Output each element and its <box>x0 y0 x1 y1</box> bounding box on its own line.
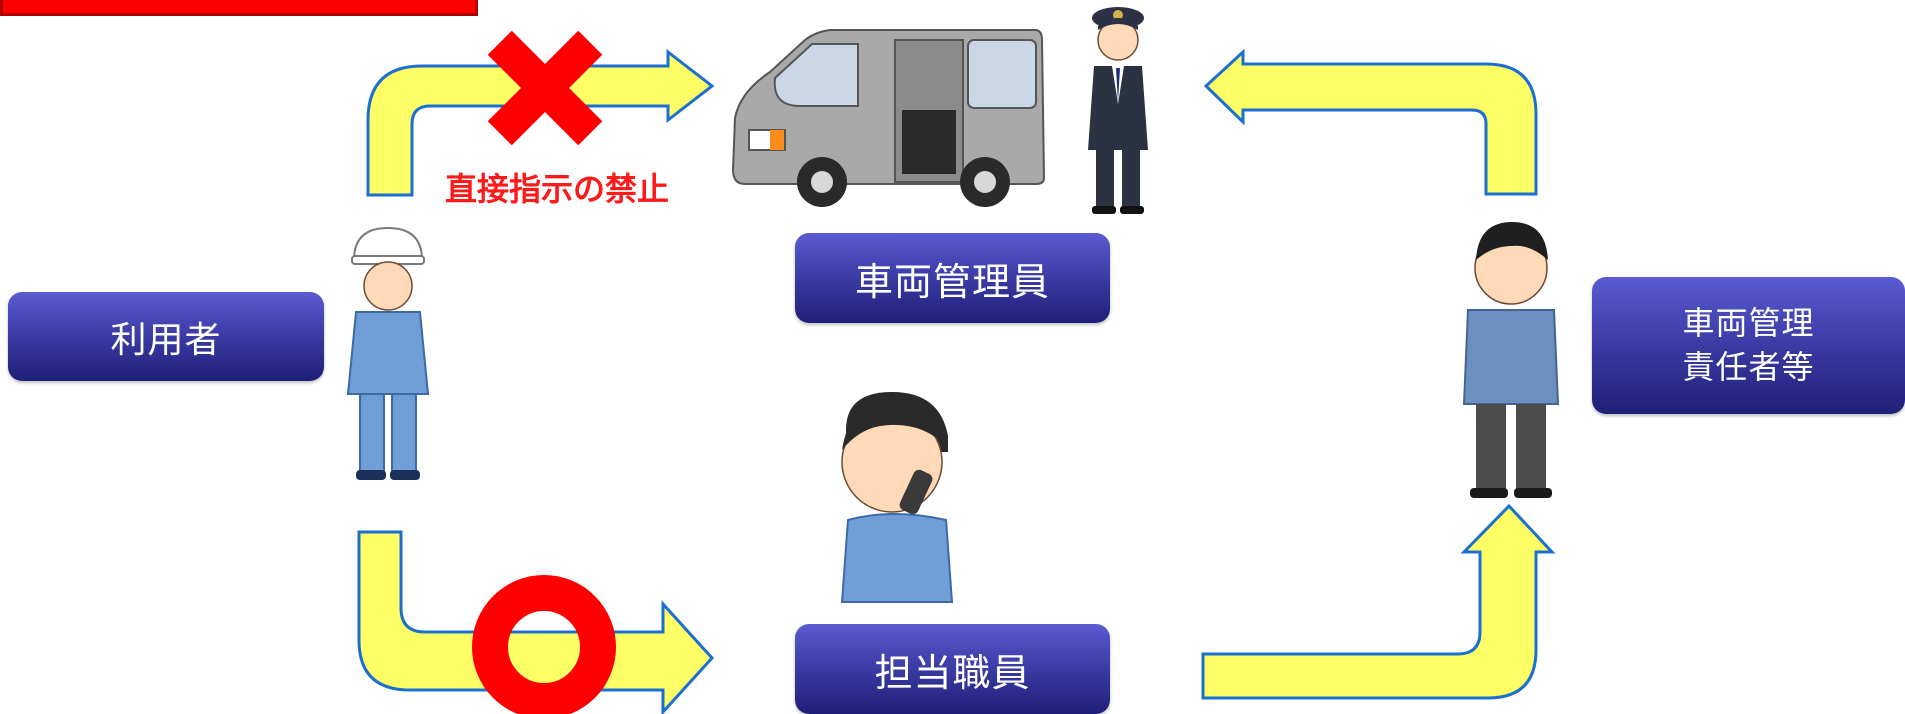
worker-illustration <box>346 226 430 480</box>
role-box-staff: 担当職員 <box>795 624 1110 714</box>
driver-illustration <box>1088 7 1148 214</box>
staff-illustration <box>840 392 954 603</box>
role-label-responsible-line1: 車両管理 <box>1682 304 1815 343</box>
role-label-responsible-line2: 責任者等 <box>1682 347 1815 386</box>
role-box-user: 利用者 <box>8 292 324 381</box>
role-box-vehicle-manager: 車両管理員 <box>795 233 1110 323</box>
top-red-banner <box>0 0 478 16</box>
direct-instruction-prohibited-label: 直接指示の禁止 <box>445 170 670 208</box>
circle-mark-icon <box>472 575 616 714</box>
role-label-staff: 担当職員 <box>874 650 1031 695</box>
arrow-user-to-staff <box>357 530 715 714</box>
role-label-user: 利用者 <box>110 319 222 361</box>
arrow-staff-to-responsible <box>1201 503 1556 700</box>
van-illustration <box>731 29 1046 207</box>
manager-illustration <box>1462 222 1560 498</box>
arrow-responsible-to-vehicle-manager <box>1203 48 1538 196</box>
arrow-user-to-vehicle-manager <box>366 48 715 197</box>
role-label-vehicle-manager: 車両管理員 <box>854 259 1050 304</box>
role-box-responsible: 車両管理 責任者等 <box>1592 277 1905 414</box>
cross-mark-icon <box>487 30 603 146</box>
